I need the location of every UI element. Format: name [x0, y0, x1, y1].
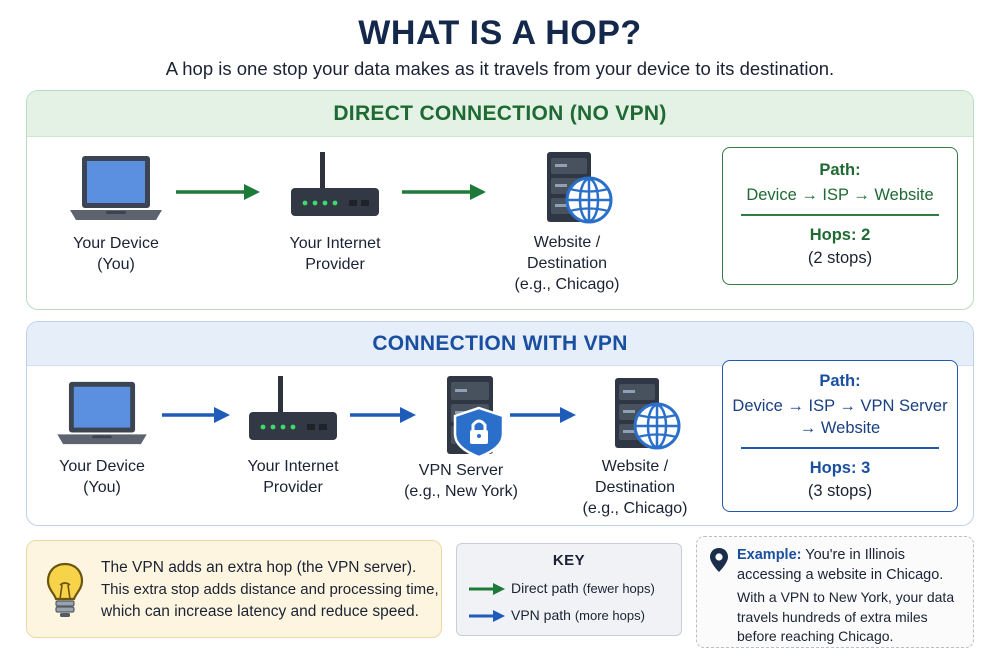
direct-isp-label-2: Provider: [305, 256, 365, 273]
direct-path-value: Device → ISP → Website: [746, 186, 934, 204]
vpn-hops-count: Hops: 3: [809, 458, 871, 477]
page-subtitle: A hop is one stop your data makes as it …: [165, 58, 835, 79]
direct-panel-header: DIRECT CONNECTION (NO VPN): [27, 91, 973, 137]
direct-device-node: Your Device (You): [46, 152, 186, 275]
vpn-path-value-line-2: → Website: [799, 419, 881, 437]
vpn-arrow-1: [162, 407, 230, 423]
direct-stops: (2 stops): [807, 248, 873, 267]
example-body-line-2: travels hundreds of extra miles: [737, 608, 928, 625]
example-body-line-1: With a VPN to New York, your data: [737, 589, 955, 605]
example-intro: Example: You're in Illinois accessing a …: [737, 545, 967, 585]
vpn-arrow-2: [350, 407, 416, 423]
direct-device-label-1: Your Device: [73, 235, 159, 252]
green-arrow-icon: [469, 583, 505, 596]
direct-isp-node: Your Internet Provider: [260, 150, 410, 275]
direct-device-label-2: (You): [97, 256, 135, 273]
direct-isp-label-1: Your Internet: [289, 235, 381, 252]
legend-direct-label: Direct path: [511, 580, 579, 596]
legend-vpn-note: (more hops): [574, 608, 645, 623]
direct-website-label-2: Destination: [526, 255, 608, 272]
latency-note: The VPN adds an extra hop (the VPN serve…: [26, 540, 442, 638]
example-body-line-3: before reaching Chicago.: [737, 628, 894, 644]
direct-website-label-1: Website /: [533, 234, 601, 251]
vpn-isp-label-2: Provider: [263, 479, 323, 496]
vpn-device-label-2: (You): [83, 479, 121, 496]
vpn-device-label-1: Your Device: [59, 458, 145, 475]
vpn-server-label-2: (e.g., New York): [404, 483, 518, 500]
direct-arrow-2: [402, 184, 486, 200]
legend-title: KEY: [552, 552, 586, 569]
direct-path-divider: [741, 214, 939, 216]
vpn-server-node: VPN Server (e.g., New York): [386, 374, 536, 502]
latency-note-line-2: This extra stop adds distance and proces…: [101, 581, 439, 598]
example-line-2: accessing a website in Chicago.: [737, 567, 944, 583]
direct-hops-count: Hops: 2: [809, 225, 871, 244]
vpn-path-value: Device → ISP → VPN Server → Website: [723, 395, 957, 439]
vpn-isp-node: Your Internet Provider: [218, 374, 368, 498]
direct-path-box: Path: Device → ISP → Website Hops: 2 (2 …: [722, 147, 958, 285]
example-body: With a VPN to New York, your data travel…: [737, 588, 969, 647]
vpn-isp-label-1: Your Internet: [247, 458, 339, 475]
example-line-1: You're in Illinois: [801, 547, 906, 563]
vpn-path-title: Path:: [819, 372, 861, 390]
vpn-path-divider: [741, 447, 939, 449]
legend-vpn-label: VPN path: [511, 607, 571, 623]
example-lead: Example:: [737, 547, 802, 563]
router-icon: [291, 152, 379, 216]
server-globe-icon: [615, 378, 681, 450]
vpn-path-value-line-1: Device → ISP → VPN Server: [732, 397, 948, 415]
blue-arrow-icon: [469, 610, 505, 623]
legend-key: KEY Direct path (fewer hops) VPN path (m…: [456, 543, 682, 636]
direct-website-label-3: (e.g., Chicago): [514, 276, 620, 293]
legend-direct-row: Direct path (fewer hops): [469, 580, 655, 596]
laptop-icon: [70, 156, 162, 220]
vpn-stops: (3 stops): [807, 481, 873, 500]
legend-direct-note: (fewer hops): [582, 581, 655, 596]
server-shield-lock-icon: [447, 376, 505, 458]
direct-arrow-1: [176, 184, 260, 200]
lightbulb-icon: [46, 562, 84, 617]
location-pin-icon: [710, 548, 728, 572]
vpn-website-label-2: Destination: [594, 479, 676, 496]
page-title: WHAT IS A HOP?: [358, 14, 642, 52]
router-icon: [249, 376, 337, 440]
server-globe-icon: [547, 152, 613, 224]
vpn-panel-header: CONNECTION WITH VPN: [27, 322, 973, 366]
latency-note-line-3: which can increase latency and reduce sp…: [101, 603, 419, 620]
direct-website-node: Website / Destination (e.g., Chicago): [492, 150, 642, 295]
vpn-server-label-1: VPN Server: [418, 462, 504, 479]
vpn-arrow-3: [510, 407, 576, 423]
legend-vpn-row: VPN path (more hops): [469, 607, 645, 623]
latency-note-line-1: The VPN adds an extra hop (the VPN serve…: [101, 559, 417, 576]
vpn-website-label-3: (e.g., Chicago): [582, 500, 688, 517]
vpn-website-label-1: Website /: [601, 458, 669, 475]
example-box: Example: You're in Illinois accessing a …: [696, 536, 974, 648]
direct-path-title: Path:: [819, 161, 861, 179]
vpn-website-node: Website / Destination (e.g., Chicago): [560, 376, 710, 519]
vpn-path-box: Path: Device → ISP → VPN Server → Websit…: [722, 360, 958, 512]
latency-note-text: The VPN adds an extra hop (the VPN serve…: [101, 557, 439, 623]
vpn-device-node: Your Device (You): [32, 378, 172, 498]
laptop-icon: [57, 381, 147, 445]
